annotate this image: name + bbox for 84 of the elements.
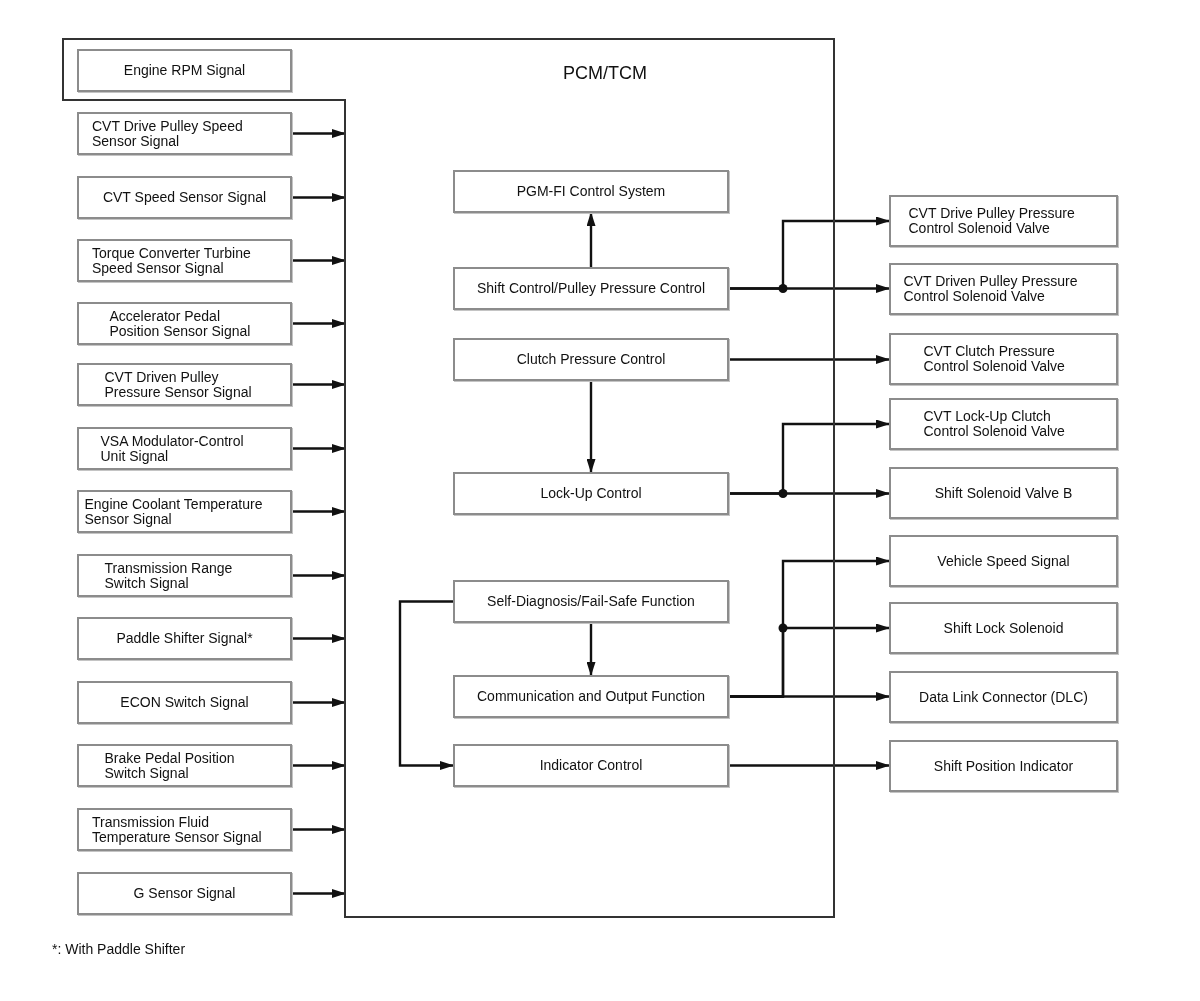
signal-box	[77, 744, 292, 787]
arrow	[292, 889, 346, 898]
signal-box	[77, 872, 292, 915]
function-text: Self-Diagnosis/Fail-Safe Function	[487, 594, 695, 609]
function-box	[453, 580, 729, 623]
function-box	[453, 472, 729, 515]
signal-text: CVT Drive Pulley Speed Sensor Signal	[92, 118, 244, 149]
arrow	[292, 129, 346, 138]
signal-box	[77, 681, 292, 724]
arrow	[586, 381, 596, 473]
signal-box	[77, 176, 292, 219]
signal-box	[77, 239, 292, 282]
function-text: Clutch Pressure Control	[516, 352, 666, 367]
arrow	[586, 212, 596, 267]
signal-box	[77, 808, 292, 851]
output-box	[889, 398, 1118, 450]
output-text: CVT Drive Pulley Pressure Control Solenoid Valve	[908, 206, 1076, 236]
output-box	[889, 602, 1118, 654]
signal-text: Transmission Fluid Temperature Sensor Signal	[92, 814, 263, 845]
output-text: Shift Position Indicator	[933, 758, 1074, 774]
signal-text: Brake Pedal Position Switch Signal	[104, 750, 236, 781]
output-box	[889, 740, 1118, 792]
arrow	[729, 355, 890, 364]
output-text: CVT Driven Pulley Pressure Control Solenoid Valve	[903, 274, 1079, 304]
function-text: Indicator Control	[539, 758, 643, 773]
output-box	[889, 535, 1118, 587]
signal-text: Engine Coolant Temperature Sensor Signal	[84, 496, 264, 527]
arrow	[292, 634, 346, 643]
arrow	[729, 761, 890, 770]
signal-box	[77, 490, 292, 533]
function-text: Communication and Output Function	[477, 689, 705, 704]
function-text: Shift Control/Pulley Pressure Control	[477, 281, 705, 296]
arrow	[729, 489, 890, 498]
signal-box	[77, 617, 292, 660]
function-text: PGM-FI Control System	[516, 184, 666, 199]
function-text: Lock-Up Control	[540, 486, 642, 501]
arrow	[292, 507, 346, 516]
arrow	[292, 193, 346, 202]
output-text: CVT Lock-Up Clutch Control Solenoid Valve	[923, 409, 1066, 439]
function-box	[453, 744, 729, 787]
output-text: CVT Clutch Pressure Control Solenoid Valve	[923, 344, 1066, 374]
output-text: Shift Solenoid Valve B	[934, 485, 1073, 501]
function-box	[453, 338, 729, 381]
function-box	[453, 267, 729, 310]
output-box	[889, 467, 1118, 519]
output-box	[889, 333, 1118, 385]
arrow	[292, 256, 346, 265]
signal-box	[77, 363, 292, 406]
signal-box	[77, 112, 292, 155]
signal-box	[77, 554, 292, 597]
output-box	[889, 671, 1118, 723]
signal-text: Engine RPM Signal	[123, 63, 246, 78]
module-title: PCM/TCM	[562, 62, 648, 84]
output-text: Vehicle Speed Signal	[937, 553, 1070, 569]
arrow	[292, 761, 346, 770]
arrow	[729, 692, 890, 701]
output-text: Shift Lock Solenoid	[943, 620, 1064, 636]
footnote: *: With Paddle Shifter	[52, 941, 186, 958]
signal-text: CVT Driven Pulley Pressure Sensor Signal	[104, 369, 253, 400]
function-box	[453, 675, 729, 718]
arrow	[292, 698, 346, 707]
arrow	[292, 319, 346, 328]
signal-text: Torque Converter Turbine Speed Sensor Signal	[92, 245, 252, 276]
signal-text: Transmission Range Switch Signal	[104, 560, 234, 591]
signal-box	[77, 302, 292, 345]
arrow	[729, 284, 890, 293]
arrow	[398, 600, 454, 770]
signal-text: CVT Speed Sensor Signal	[102, 190, 267, 205]
signal-text: Paddle Shifter Signal*	[116, 631, 253, 646]
arrow	[292, 571, 346, 580]
output-text: Data Link Connector (DLC)	[919, 689, 1088, 705]
signal-text: G Sensor Signal	[133, 886, 236, 901]
arrow	[292, 444, 346, 453]
signal-box	[77, 49, 292, 92]
signal-text: ECON Switch Signal	[120, 695, 249, 710]
output-box	[889, 195, 1118, 247]
function-box	[453, 170, 729, 213]
arrow	[292, 825, 346, 834]
signal-box	[77, 427, 292, 470]
signal-text: Accelerator Pedal Position Sensor Signal	[109, 308, 252, 339]
arrow	[292, 380, 346, 389]
arrow	[586, 623, 596, 676]
output-box	[889, 263, 1118, 315]
signal-text: VSA Modulator-Control Unit Signal	[100, 433, 245, 464]
